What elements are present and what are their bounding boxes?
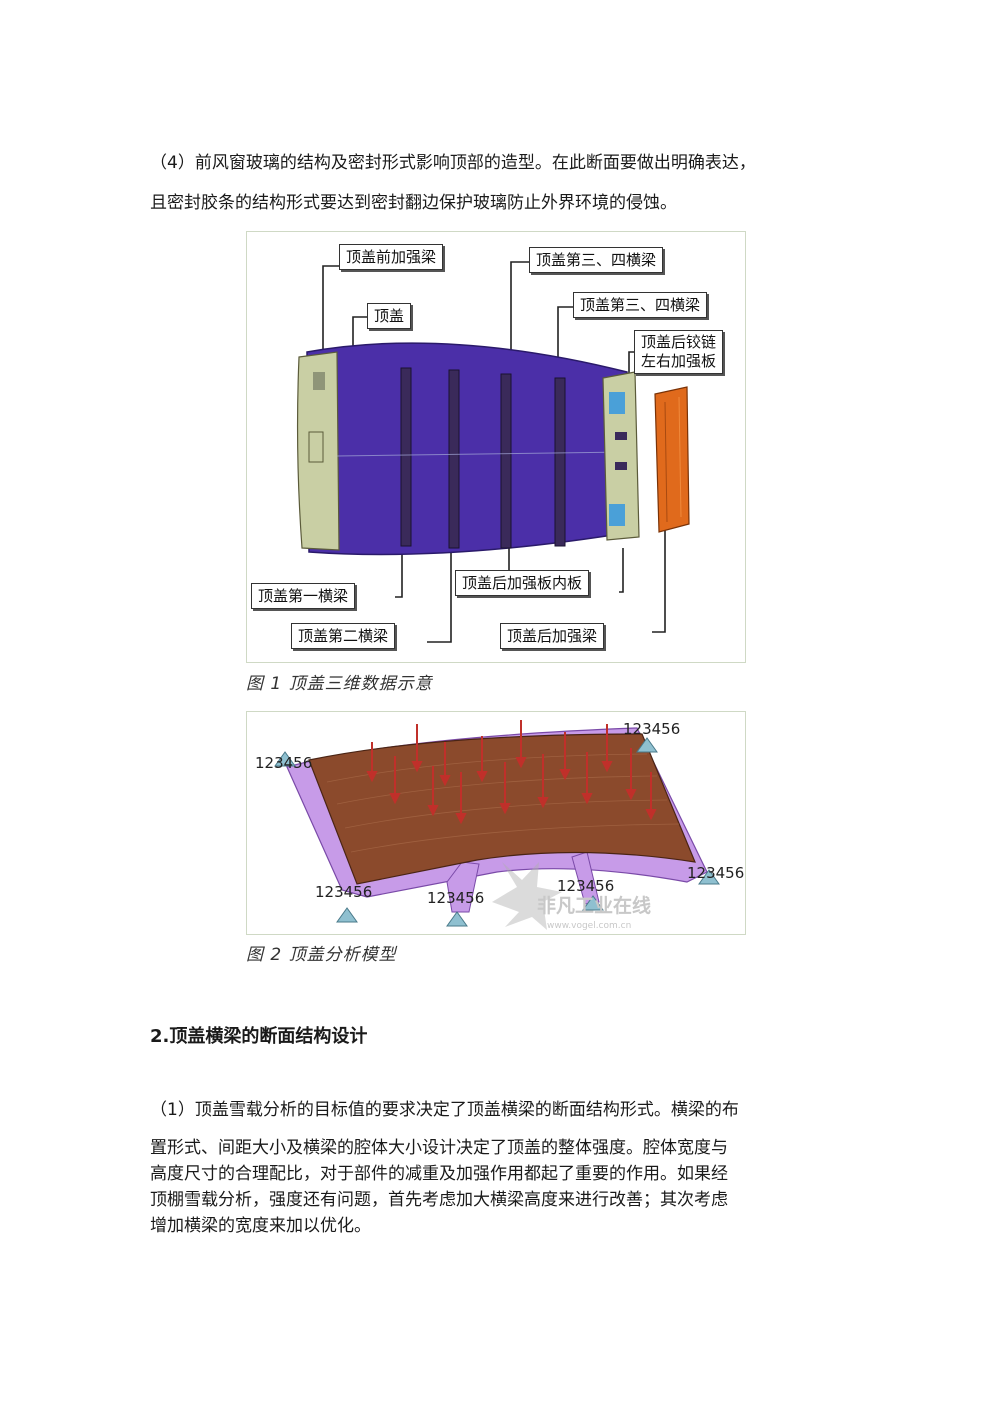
label-line: 顶盖后铰链 (641, 333, 717, 351)
constraint-label: 123456 (255, 754, 312, 772)
paragraph-line: （4）前风窗玻璃的结构及密封形式影响顶部的造型。在此断面要做出明确表达， (150, 153, 756, 173)
constraint-label: 123456 (623, 720, 680, 738)
watermark-url: www.vogel.com.cn (547, 921, 631, 931)
label-rear-hinge-reinforcement: 顶盖后铰链 左右加强板 (634, 330, 724, 374)
figure-roof-3d-data: 顶盖前加强梁 顶盖 顶盖第三、四横梁 顶盖第三、四横梁 顶盖后铰链 左右加强板 … (246, 231, 746, 663)
label-rear-reinforcement-beam: 顶盖后加强梁 (500, 623, 605, 649)
figure-roof-analysis-model: 123456 123456 123456 123456 123456 12345… (246, 711, 746, 935)
constraint-label: 123456 (687, 864, 744, 882)
label-roof: 顶盖 (367, 303, 412, 329)
paragraph-crossbeam-design: （1）顶盖雪载分析的目标值的要求决定了顶盖横梁的断面结构形式。横梁的布 置形式、… (150, 1097, 860, 1239)
paragraph-line: 顶棚雪载分析，强度还有问题，首先考虑加大横梁高度来进行改善；其次考虑 (150, 1190, 728, 1210)
constraint-label: 123456 (557, 877, 614, 895)
label-beam-3-4: 顶盖第三、四横梁 (573, 292, 708, 318)
label-front-reinforcement: 顶盖前加强梁 (339, 244, 444, 270)
constraint-label: 123456 (427, 889, 484, 907)
paragraph-line: （1）顶盖雪载分析的目标值的要求决定了顶盖横梁的断面结构形式。横梁的布 (150, 1100, 739, 1120)
label-second-crossbeam: 顶盖第二横梁 (291, 623, 396, 649)
section-heading: 2.顶盖横梁的断面结构设计 (150, 1026, 368, 1047)
watermark-logo (492, 862, 562, 930)
label-rear-inner-panel: 顶盖后加强板内板 (455, 570, 590, 596)
paragraph-line: 置形式、间距大小及横梁的腔体大小设计决定了顶盖的整体强度。腔体宽度与 (150, 1138, 728, 1158)
roof-3d-illustration (296, 261, 690, 643)
label-line: 左右加强板 (641, 352, 717, 370)
paragraph-line: 增加横梁的宽度来加以优化。 (150, 1216, 371, 1236)
watermark-text: 非凡工业在线 (537, 894, 651, 917)
paragraph-line: 高度尺寸的合理配比，对于部件的减重及加强作用都起了重要的作用。如果经 (150, 1164, 728, 1184)
label-first-crossbeam: 顶盖第一横梁 (251, 583, 356, 609)
label-beam-3-4-top: 顶盖第三、四横梁 (529, 247, 664, 273)
analysis-model-illustration: 123456 123456 123456 123456 123456 12345… (255, 720, 744, 931)
figure-2-caption: 图 2 顶盖分析模型 (246, 945, 397, 965)
paragraph-windshield: （4）前风窗玻璃的结构及密封形式影响顶部的造型。在此断面要做出明确表达， 且密封… (150, 143, 860, 223)
constraint-label: 123456 (315, 883, 372, 901)
paragraph-line: 且密封胶条的结构形式要达到密封翻边保护玻璃防止外界环境的侵蚀。 (150, 193, 677, 213)
figure-1-caption: 图 1 顶盖三维数据示意 (246, 674, 433, 694)
